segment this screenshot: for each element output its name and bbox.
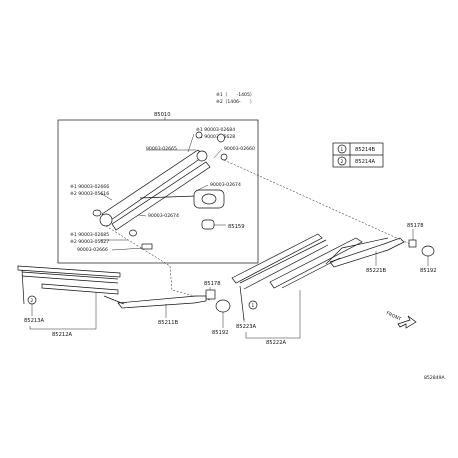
dashed-ref-left xyxy=(105,225,211,301)
mark-1-part: 85214B xyxy=(355,147,376,153)
mark-2-number: 2 xyxy=(340,159,343,165)
wiper-arm-left xyxy=(117,295,207,309)
label-85222A: 85222A xyxy=(266,340,287,346)
blade-left-mark-number: 2 xyxy=(30,298,33,304)
blade-left-strip-2 xyxy=(21,275,119,284)
label-85178-right: 85178 xyxy=(407,223,424,229)
bolt-label-90003-02684: ※1 90003-02684 xyxy=(196,127,235,133)
wiper-blade-right: 1 xyxy=(231,233,363,321)
mark-legend-box: 1 85214B 2 85214A xyxy=(332,142,384,168)
label-85211B: 85211B xyxy=(158,320,179,326)
bolt-label-90003-02674-a: 90003-02674 xyxy=(210,182,241,188)
blade-left-end xyxy=(21,269,25,305)
linkage-rod-lower xyxy=(111,161,211,231)
bolt-label-90003-02674-b: 90003-02674 xyxy=(148,213,179,219)
bolt-label-90003-02666-a: ※1 90003-02666 xyxy=(70,184,109,190)
blade-left-strip-1 xyxy=(21,271,119,280)
nut-85178-center xyxy=(205,289,216,300)
label-85192-center: 85192 xyxy=(212,330,229,336)
leader-b5 xyxy=(197,184,209,191)
label-85223A: 85223A xyxy=(236,324,257,330)
cap-85192-right xyxy=(421,245,435,257)
legend-line-2: ※2（1406- ） xyxy=(216,99,255,105)
bolt-label-90003-05616: ※2 90003-05616 xyxy=(70,191,109,197)
blade-left-refill xyxy=(17,265,121,278)
blade-right-end xyxy=(239,285,245,321)
front-label: FRONT xyxy=(385,310,402,322)
bolt-label-90003-05628: ※2 90003-05628 xyxy=(196,134,235,140)
grommet-left xyxy=(92,209,102,217)
wiper-linkage xyxy=(92,131,228,250)
bolt-lower xyxy=(141,243,153,250)
blade-right-strip-2 xyxy=(243,244,329,290)
linkage-crossbar xyxy=(139,195,197,199)
label-85159: 85159 xyxy=(228,224,245,230)
blade-right-mark-number: 1 xyxy=(251,303,254,309)
bolt-label-90003-02660: 90003-02660 xyxy=(224,146,255,152)
front-arrow-icon xyxy=(397,315,417,329)
wiper-arm-right-rod xyxy=(325,237,389,265)
leader-b11 xyxy=(111,247,145,251)
left-pivot xyxy=(99,213,113,227)
nut-lower-left xyxy=(129,229,137,237)
label-85212A: 85212A xyxy=(52,332,73,338)
leader-b1 xyxy=(187,133,195,153)
label-85221B: 85221B xyxy=(366,268,387,274)
bolt-label-90003-02666-b: 90003-02666 xyxy=(77,247,108,253)
dashed-ref-right xyxy=(223,159,411,245)
right-pivot xyxy=(196,150,208,162)
figure-code: 852849A xyxy=(424,375,446,381)
mark-circle-1 xyxy=(337,144,347,154)
wiper-motor-cap xyxy=(201,193,217,205)
wiper-arm-left-hook xyxy=(103,295,125,305)
label-85213A: 85213A xyxy=(24,318,45,324)
leader-b6 xyxy=(99,192,113,201)
cap-85192-center xyxy=(215,299,231,313)
mark-circle-2 xyxy=(337,156,347,166)
cap-85159 xyxy=(201,219,215,230)
mark-2-part: 85214A xyxy=(355,159,376,165)
bolt-label-90003-02685: ※1 90003-02685 xyxy=(70,232,109,238)
front-direction-indicator: FRONT xyxy=(385,310,417,329)
blade-left-frame xyxy=(41,283,119,295)
mark-1-number: 1 xyxy=(340,147,343,153)
bolt-label-90003-02665: 90003-02665 xyxy=(146,146,177,152)
mark-circle-blade-right xyxy=(248,300,258,310)
blade-right-strip-1 xyxy=(239,239,327,284)
label-85010: 85010 xyxy=(154,112,171,118)
blade-right-frame xyxy=(269,237,363,289)
bolt-leaders xyxy=(99,133,223,251)
wiper-arm-right xyxy=(329,237,405,268)
nut-top-left xyxy=(195,131,203,139)
nut-right xyxy=(220,153,228,161)
label-85192-right: 85192 xyxy=(420,268,437,274)
bolt-label-90003-05627: ※2 90003-05627 xyxy=(70,239,109,245)
leader-b4 xyxy=(213,148,223,159)
wiper-blade-left: 2 xyxy=(17,265,121,305)
grommet-top-right xyxy=(217,133,225,143)
blade-right-spine xyxy=(281,257,341,289)
legend-line-1: ※1（ -1405） xyxy=(216,92,255,98)
nut-85178-right xyxy=(408,239,417,248)
linkage-rod-upper xyxy=(101,149,205,223)
wiper-link-assembly-box xyxy=(57,119,259,264)
label-85178-center: 85178 xyxy=(204,281,221,287)
blade-right-refill xyxy=(231,233,323,284)
